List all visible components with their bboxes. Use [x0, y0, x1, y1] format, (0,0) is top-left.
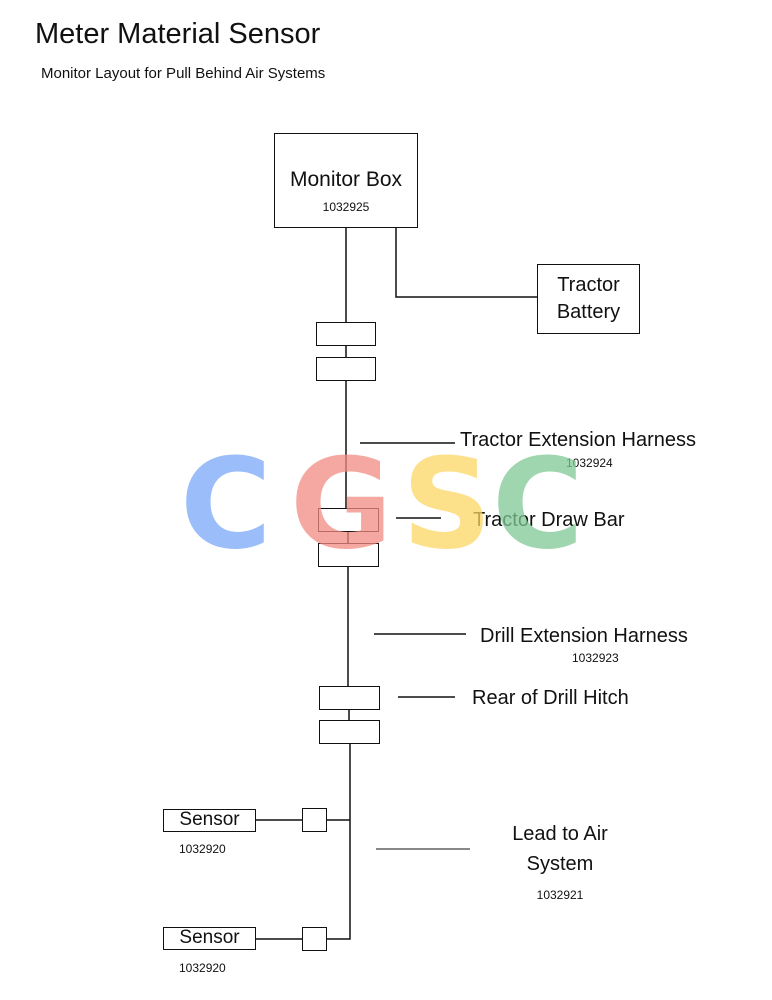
- lead-to-air-system-label-2: System: [526, 853, 594, 875]
- battery-lead-line: [395, 228, 537, 298]
- watermark-letter-c2: C: [492, 432, 584, 577]
- monitor-box-part: 1032925: [322, 200, 370, 214]
- sensor-2-connector: [302, 927, 327, 951]
- tractor-extension-harness-label: Tractor Extension Harness: [460, 429, 697, 451]
- connector-1-bottom: [316, 357, 376, 381]
- watermark-letter-g: G: [290, 432, 393, 577]
- sensor-2-lead-b: [327, 935, 351, 940]
- sensor-box-2: Sensor: [163, 927, 256, 950]
- lead-to-air-system-part: 1032921: [536, 888, 584, 902]
- tractor-extension-harness-part: 1032924: [566, 456, 613, 470]
- sensor-1-part: 1032920: [179, 842, 226, 856]
- lead-to-air-system-label-1: Lead to Air: [512, 823, 608, 845]
- monitor-box: Monitor Box 1032925: [274, 133, 418, 228]
- monitor-box-label: Monitor Box: [289, 168, 403, 191]
- connector-1-top: [316, 322, 376, 346]
- tractor-battery-label-2: Battery: [556, 301, 621, 323]
- connector-3-bottom: [319, 720, 380, 744]
- tractor-battery-box: Tractor Battery: [537, 264, 640, 334]
- connector-2-top: [318, 508, 379, 532]
- drill-extension-harness-label: Drill Extension Harness: [480, 625, 688, 647]
- sensor-2-part: 1032920: [179, 961, 226, 975]
- sensor-2-label: Sensor: [179, 927, 240, 948]
- tractor-battery-label-1: Tractor: [557, 274, 620, 296]
- watermark-letter-s: S: [402, 432, 493, 577]
- drill-extension-harness-part: 1032923: [572, 651, 619, 665]
- sensor-1-connector: [302, 808, 327, 832]
- rear-of-drill-hitch-label: Rear of Drill Hitch: [472, 687, 629, 709]
- sensor-box-1: Sensor: [163, 809, 256, 832]
- connector-3-top: [319, 686, 380, 710]
- page-subtitle: Monitor Layout for Pull Behind Air Syste…: [41, 65, 326, 82]
- tractor-draw-bar-label: Tractor Draw Bar: [473, 509, 625, 531]
- sensor-1-label: Sensor: [179, 809, 240, 830]
- watermark-letter-c1: C: [180, 432, 272, 577]
- page-title: Meter Material Sensor: [35, 18, 321, 50]
- connector-2-bottom: [318, 543, 379, 567]
